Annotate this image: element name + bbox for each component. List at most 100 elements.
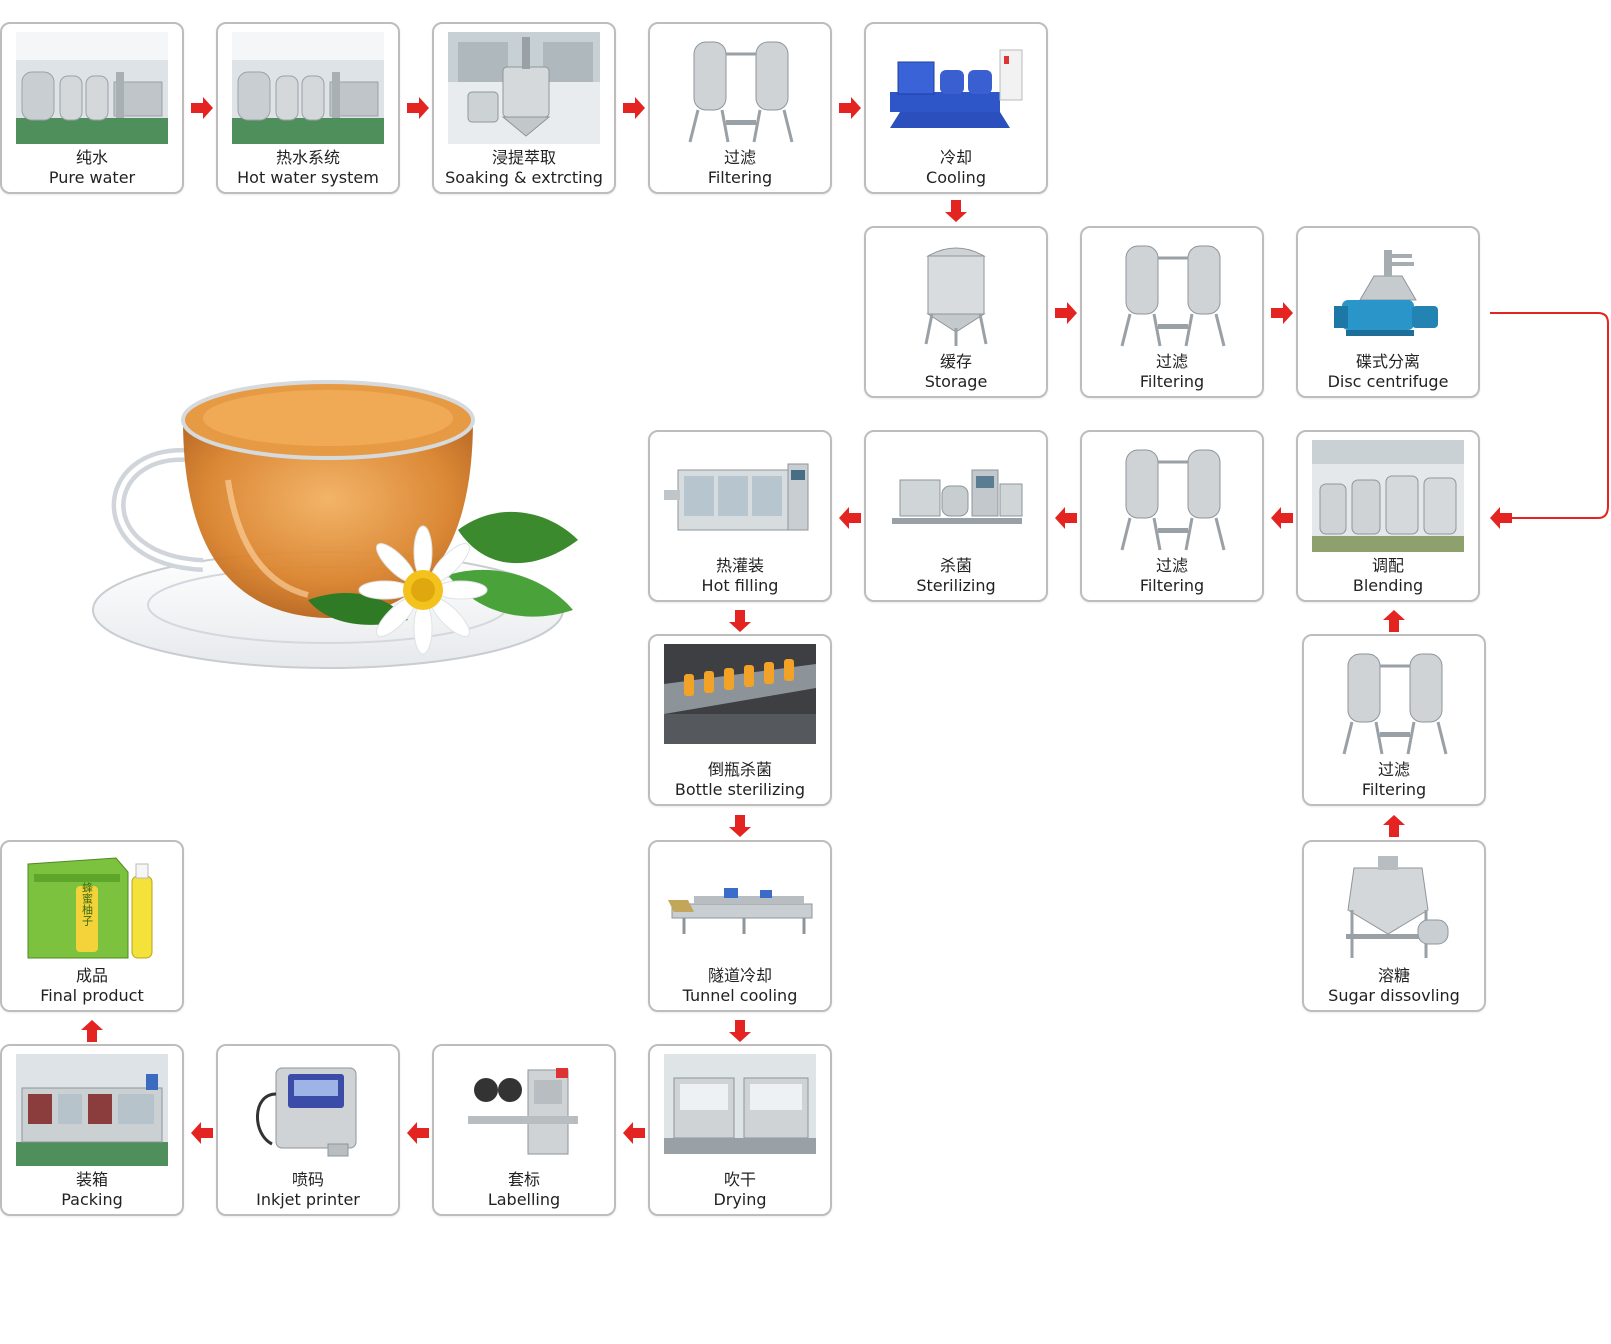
step-label-en: Bottle sterilizing [674,780,806,799]
step-label-cn: 喷码 [291,1170,324,1189]
flow-arrow-right [1055,302,1077,324]
step-cooling: 冷却 Cooling [864,22,1048,194]
step-packing: 装箱 Packing [0,1044,184,1216]
step-labelling: 套标 Labelling [432,1044,616,1216]
step-label-cn: 浸提萃取 [491,148,556,167]
flow-arrow-right [1271,302,1293,324]
step-storage: 缓存 Storage [864,226,1048,398]
step-label-en: Filtering [1361,780,1427,799]
sterilizer-photo [880,440,1032,552]
flow-arrow-right [407,97,429,119]
step-label-en: Sterilizing [916,576,996,595]
flow-arrow-left [839,507,861,529]
tea-cup-photo [28,360,608,700]
duplex-filter-photo [1096,440,1248,552]
labeller-photo [448,1054,600,1166]
step-label-en: Pure water [48,168,136,187]
step-label-cn: 过滤 [1155,556,1188,575]
step-label-cn: 吹干 [723,1170,756,1189]
step-inkjet-printer: 喷码 Inkjet printer [216,1044,400,1216]
inkjet-printer-photo [232,1054,384,1166]
step-label-en: Blending [1352,576,1424,595]
flow-arrow-up [81,1020,103,1042]
tunnel-cooler-photo [664,850,816,962]
flow-arrow-up [1383,815,1405,837]
step-label-cn: 冷却 [939,148,972,167]
flow-arrow-left [623,1122,645,1144]
step-label-cn: 装箱 [75,1170,108,1189]
step-label-cn: 过滤 [1155,352,1188,371]
packing-machine-photo [16,1054,168,1166]
step-bottle-sterilizing: 倒瓶杀菌 Bottle sterilizing [648,634,832,806]
step-blending: 调配 Blending [1296,430,1480,602]
extraction-tank-photo [448,32,600,144]
step-label-cn: 热灌装 [715,556,764,575]
flow-arrow-down [729,815,751,837]
step-label-en: Filtering [1139,576,1205,595]
step-label-en: Soaking & extrcting [445,168,603,187]
step-label-cn: 隧道冷却 [707,966,772,985]
flow-arrow-left [1490,507,1512,529]
step-label-cn: 碟式分离 [1355,352,1420,371]
step-label-en: Final product [40,986,144,1005]
step-label-en: Disc centrifuge [1327,372,1449,391]
step-sterilizing: 杀菌 Sterilizing [864,430,1048,602]
step-label-cn: 缓存 [939,352,972,371]
plate-cooler-photo [880,32,1032,144]
step-label-cn: 杀菌 [939,556,972,575]
step-label-cn: 纯水 [75,148,108,167]
duplex-filter-photo [1318,644,1470,756]
step-tunnel-cooling: 隧道冷却 Tunnel cooling [648,840,832,1012]
step-final-product: 蜂蜜柚子 成品 Final product [0,840,184,1012]
step-filtering-4: 过滤 Filtering [1302,634,1486,806]
filling-machine-photo [664,440,816,552]
step-pure-water: 纯水 Pure water [0,22,184,194]
flow-arrow-left [1271,507,1293,529]
step-disc-centrifuge: 碟式分离 Disc centrifuge [1296,226,1480,398]
flow-arrow-right [839,97,861,119]
water-plant-photo [16,32,168,144]
step-hot-water-system: 热水系统 Hot water system [216,22,400,194]
step-label-cn: 倒瓶杀菌 [707,760,772,779]
step-label-cn: 过滤 [1377,760,1410,779]
step-label-en: Tunnel cooling [682,986,798,1005]
step-drying: 吹干 Drying [648,1044,832,1216]
step-label-en: Inkjet printer [256,1190,360,1209]
step-label-cn: 调配 [1371,556,1404,575]
step-label-en: Filtering [707,168,773,187]
step-label-en: Hot water system [237,168,379,187]
step-label-en: Packing [61,1190,123,1209]
step-filtering-1: 过滤 Filtering [648,22,832,194]
duplex-filter-photo [1096,236,1248,348]
sugar-tank-photo [1318,850,1470,962]
duplex-filter-photo [664,32,816,144]
step-filtering-3: 过滤 Filtering [1080,430,1264,602]
flow-arrow-down [945,200,967,222]
step-label-en: Storage [924,372,988,391]
flow-arrow-left [1055,507,1077,529]
step-label-cn: 过滤 [723,148,756,167]
product-box-photo: 蜂蜜柚子 [16,850,168,962]
flow-arrow-up [1383,610,1405,632]
step-sugar-dissolving: 溶糖 Sugar dissovling [1302,840,1486,1012]
step-hot-filling: 热灌装 Hot filling [648,430,832,602]
step-label-en: Filtering [1139,372,1205,391]
flow-arrow-down [729,610,751,632]
step-label-cn: 成品 [75,966,108,985]
step-label-en: Hot filling [701,576,779,595]
step-label-en: Labelling [487,1190,561,1209]
step-filtering-2: 过滤 Filtering [1080,226,1264,398]
flow-arrow-left [407,1122,429,1144]
flow-arrow-down [729,1020,751,1042]
bottle-conveyor-photo [664,644,816,756]
storage-tank-photo [880,236,1032,348]
step-label-cn: 热水系统 [275,148,340,167]
step-label-en: Drying [713,1190,767,1209]
blending-tanks-photo [1312,440,1464,552]
step-label-en: Sugar dissovling [1328,986,1460,1005]
step-label-cn: 溶糖 [1377,966,1410,985]
step-soaking-extracting: 浸提萃取 Soaking & extrcting [432,22,616,194]
disc-centrifuge-photo [1312,236,1464,348]
